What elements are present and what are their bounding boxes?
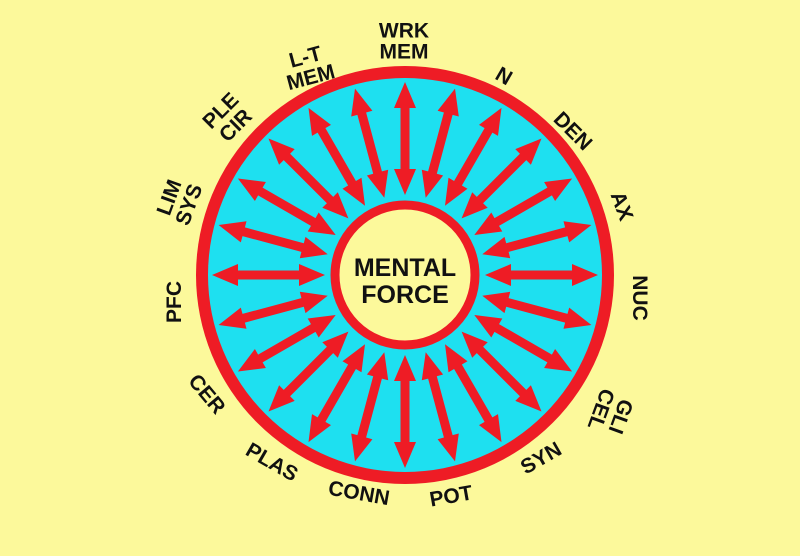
double-arrow-8 [482,291,592,329]
double-arrow-12 [421,352,459,462]
double-arrow-5 [474,178,573,235]
double-arrow-1 [394,82,416,195]
double-arrow-18 [218,291,328,329]
double-arrow-20 [218,221,328,259]
double-arrow-22 [268,138,349,219]
double-arrow-3 [445,107,502,206]
double-arrow-24 [351,88,389,198]
label-nuc-line-1: NUC [629,275,652,321]
double-arrow-13 [394,355,416,468]
center-line-2: FORCE [361,281,449,309]
double-arrow-23 [308,107,365,206]
label-wrk-mem-line-1: WRK [379,19,429,42]
label-pfc-line-1: PFC [163,281,186,323]
double-arrow-9 [474,315,573,372]
double-arrow-19 [212,264,325,286]
double-arrow-6 [482,221,592,259]
center-line-1: MENTAL [354,254,456,282]
arrow-group [212,82,598,468]
double-arrow-16 [268,331,349,412]
double-arrow-10 [461,331,542,412]
double-arrow-21 [237,178,336,235]
double-arrow-15 [308,344,365,443]
label-l-t-mem: L-TMEM [279,39,338,94]
double-arrow-17 [237,315,336,372]
label-nuc: NUC [629,275,652,321]
label-pfc: PFC [163,281,186,323]
double-arrow-4 [461,138,542,219]
double-arrow-11 [445,344,502,443]
label-wrk-mem-line-2: MEM [380,40,429,63]
center-hub [330,200,480,350]
double-arrow-7 [485,264,598,286]
double-arrow-2 [421,88,459,198]
double-arrow-14 [351,352,389,462]
